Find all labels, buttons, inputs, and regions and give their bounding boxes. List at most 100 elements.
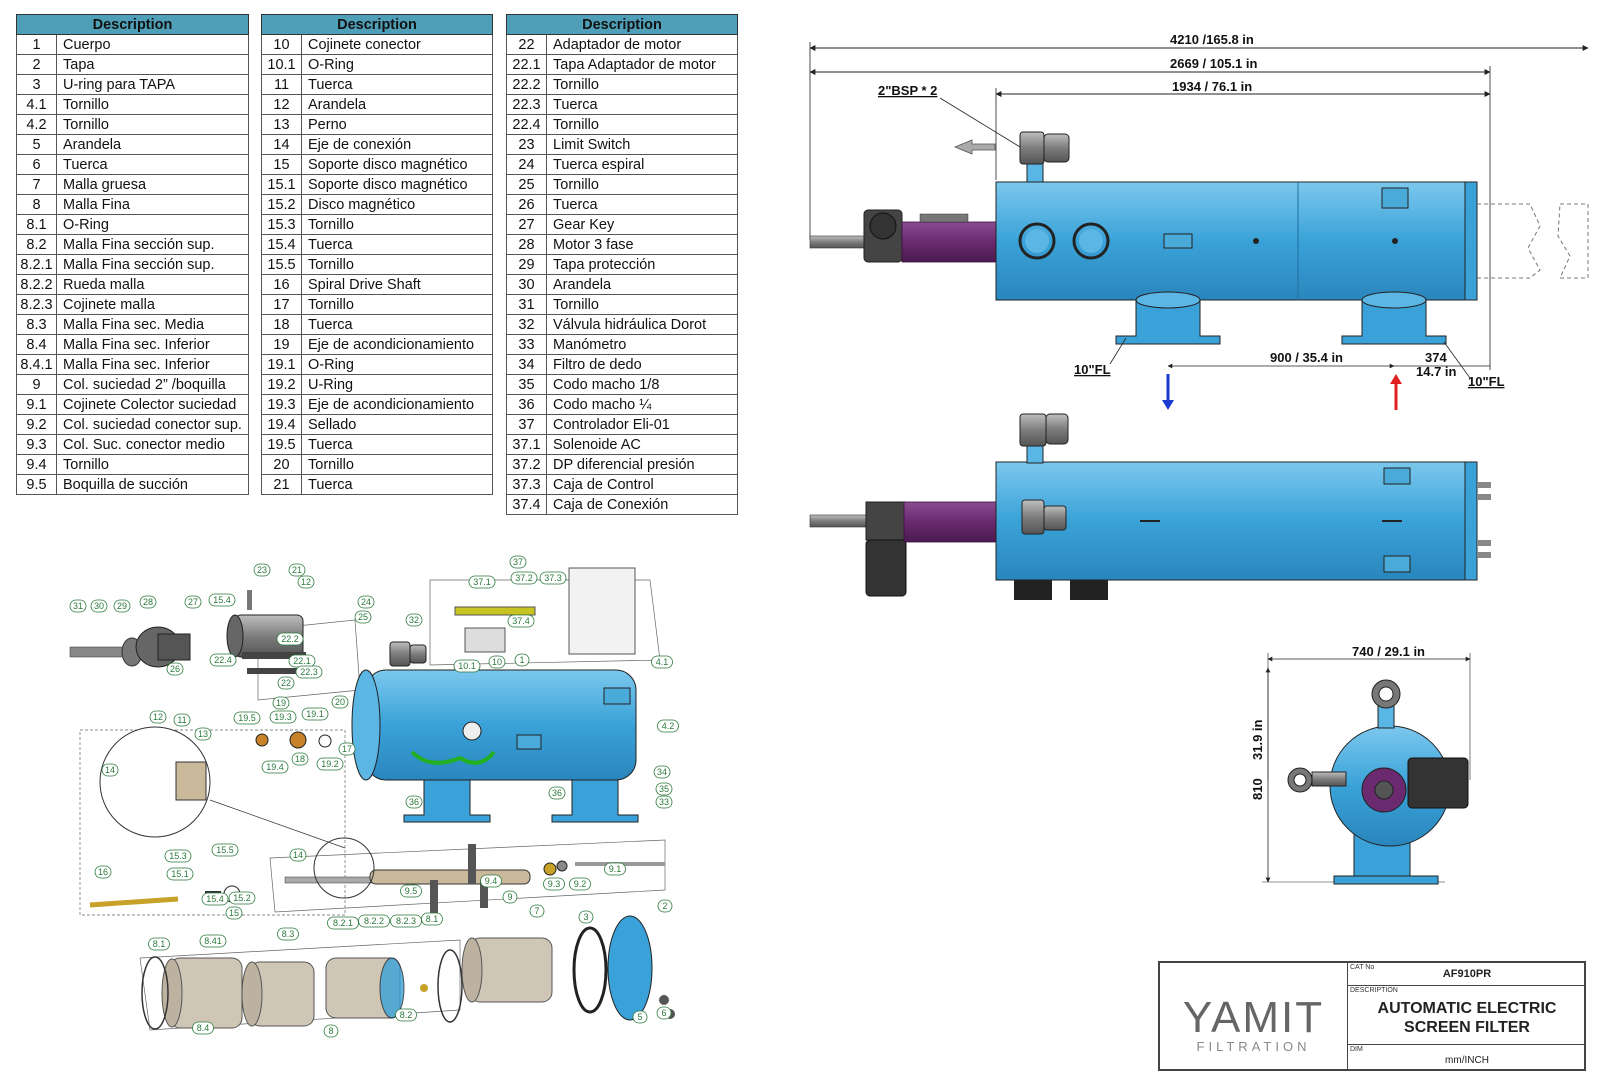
callout-bubble	[201, 892, 229, 906]
callout-bubble	[653, 765, 671, 779]
inlet-flow-arrow	[1390, 374, 1402, 384]
part-number: 15.5	[261, 254, 302, 275]
callout-bubble	[139, 595, 157, 609]
part-description: Tapa Adaptador de motor	[546, 54, 738, 75]
callout-label: 9.5	[405, 886, 418, 896]
callout-bubble	[358, 914, 390, 928]
callout-label: 10	[492, 657, 502, 667]
callout-label: 21	[292, 565, 302, 575]
callout-bubble	[209, 653, 237, 667]
callout-bubble	[101, 763, 119, 777]
part-description: Malla Fina sección sup.	[56, 234, 249, 255]
callout-label: 37.2	[515, 573, 533, 583]
callout-bubble	[272, 696, 290, 710]
callout-label: 37.3	[544, 573, 562, 583]
callout-bubble	[316, 757, 344, 771]
part-number: 22.4	[506, 114, 547, 135]
callout-bubble	[184, 595, 202, 609]
dim-height-in: 31.9 in	[1250, 719, 1265, 760]
callout-bubble	[354, 610, 372, 624]
dim-row: DIM mm/INCH	[1348, 1045, 1586, 1069]
callout-bubble	[507, 614, 535, 628]
callout-bubble	[149, 710, 167, 724]
callout-bubble	[192, 1021, 214, 1035]
end-view: 740 / 29.1 in 810 31.9 in	[1250, 644, 1471, 885]
callout-bubble	[655, 795, 673, 809]
callout-label: 22.1	[293, 656, 311, 666]
callout-label: 5	[637, 1012, 642, 1022]
part-number: 25	[506, 174, 547, 195]
callout-bubble	[468, 575, 496, 589]
callout-label: 27	[188, 597, 198, 607]
callout-label: 22.4	[214, 655, 232, 665]
callout-label: 19.2	[321, 759, 339, 769]
part-description: Tapa protección	[546, 254, 738, 275]
part-number: 4.2	[16, 114, 57, 135]
callout-bubble	[357, 595, 375, 609]
desc-line-1: AUTOMATIC ELECTRIC	[1377, 1000, 1557, 1017]
part-description: Cojinete malla	[56, 294, 249, 315]
callout-bubble	[276, 632, 304, 646]
logo-subtitle: FILTRATION	[1196, 1039, 1311, 1054]
callout-bubble	[539, 571, 567, 585]
callout-bubble	[208, 593, 236, 607]
part-description: Arandela	[56, 134, 249, 155]
part-description: Malla Fina sección sup.	[56, 254, 249, 275]
part-number: 37.2	[506, 454, 547, 475]
part-description: Tornillo	[301, 454, 493, 475]
catalog-row: CAT No AF910PR	[1348, 963, 1586, 986]
callout-label: 12	[301, 577, 311, 587]
callout-label: 20	[335, 697, 345, 707]
callout-bubble	[269, 710, 297, 724]
part-description: Col. suciedad conector sup.	[56, 414, 249, 435]
callout-bubble	[297, 575, 315, 589]
callout-bubble	[502, 890, 518, 904]
part-description: Caja de Control	[546, 474, 738, 495]
callout-label: 34	[657, 767, 667, 777]
part-number: 9.5	[16, 474, 57, 495]
callout-label: 31	[73, 601, 83, 611]
part-description: Tapa	[56, 54, 249, 75]
dim-units: mm/INCH	[1445, 1055, 1489, 1066]
callout-bubble	[405, 795, 423, 809]
callout-label: 37.1	[473, 577, 491, 587]
part-description: Eje de acondicionamiento	[301, 394, 493, 415]
callout-bubble	[94, 865, 112, 879]
part-number: 37.4	[506, 494, 547, 515]
callout-label: 8.2	[400, 1010, 413, 1020]
dim-overall: 4210 /165.8 in	[1170, 32, 1254, 47]
part-description: Codo macho 1/8	[546, 374, 738, 395]
part-description: Controlador Eli-01	[546, 414, 738, 435]
dim-label: DIM	[1350, 1046, 1363, 1053]
table-header: Description	[261, 14, 493, 35]
callout-label: 8.41	[204, 936, 222, 946]
part-number: 24	[506, 154, 547, 175]
part-description: Gear Key	[546, 214, 738, 235]
part-description: Malla gruesa	[56, 174, 249, 195]
side-elevation-view: 4210 /165.8 in 2669 / 105.1 in 1934 / 76…	[809, 32, 1589, 410]
callout-bubble	[194, 727, 212, 741]
callout-label: 19.5	[238, 713, 256, 723]
exploded-view	[69, 567, 675, 1031]
logo-brand: YAMIT	[1182, 993, 1325, 1042]
callout-bubble	[529, 904, 545, 918]
part-description: Malla Fina sec. Inferior	[56, 354, 249, 375]
plan-view	[809, 413, 1491, 600]
company-logo: YAMIT FILTRATION	[1160, 963, 1348, 1069]
